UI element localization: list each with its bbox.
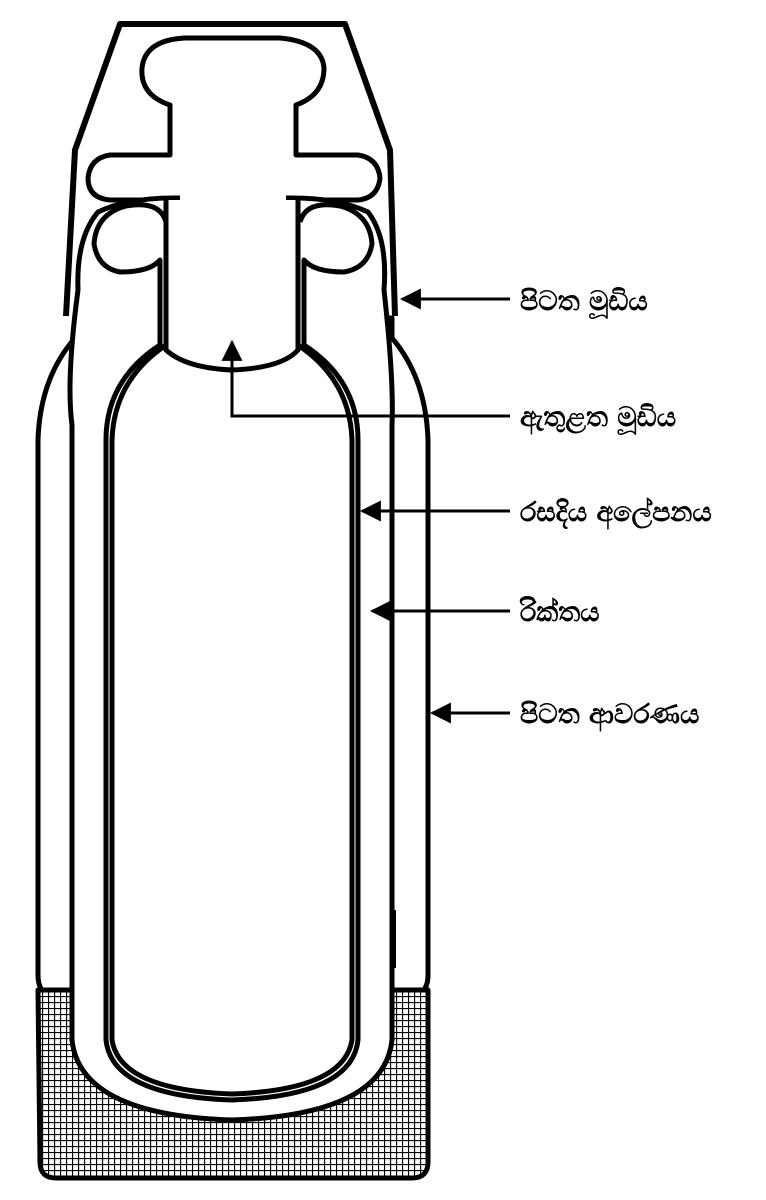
vessel-inner-outline bbox=[109, 220, 355, 1097]
outer-casing-label: පිටත ආවරණය bbox=[520, 699, 699, 732]
vacuum-label: රික්තය bbox=[519, 596, 599, 628]
silver-coating-label: රසදිය අලේපනය bbox=[520, 497, 712, 530]
outer-cap bbox=[63, 21, 398, 317]
outer-cap-label: පිටත මූඩිය bbox=[520, 286, 648, 319]
inner-cap-label: ඇතුළත මූඩිය bbox=[520, 402, 676, 435]
vessel-interior bbox=[112, 240, 352, 1094]
inner-cap-arrow bbox=[221, 339, 510, 418]
